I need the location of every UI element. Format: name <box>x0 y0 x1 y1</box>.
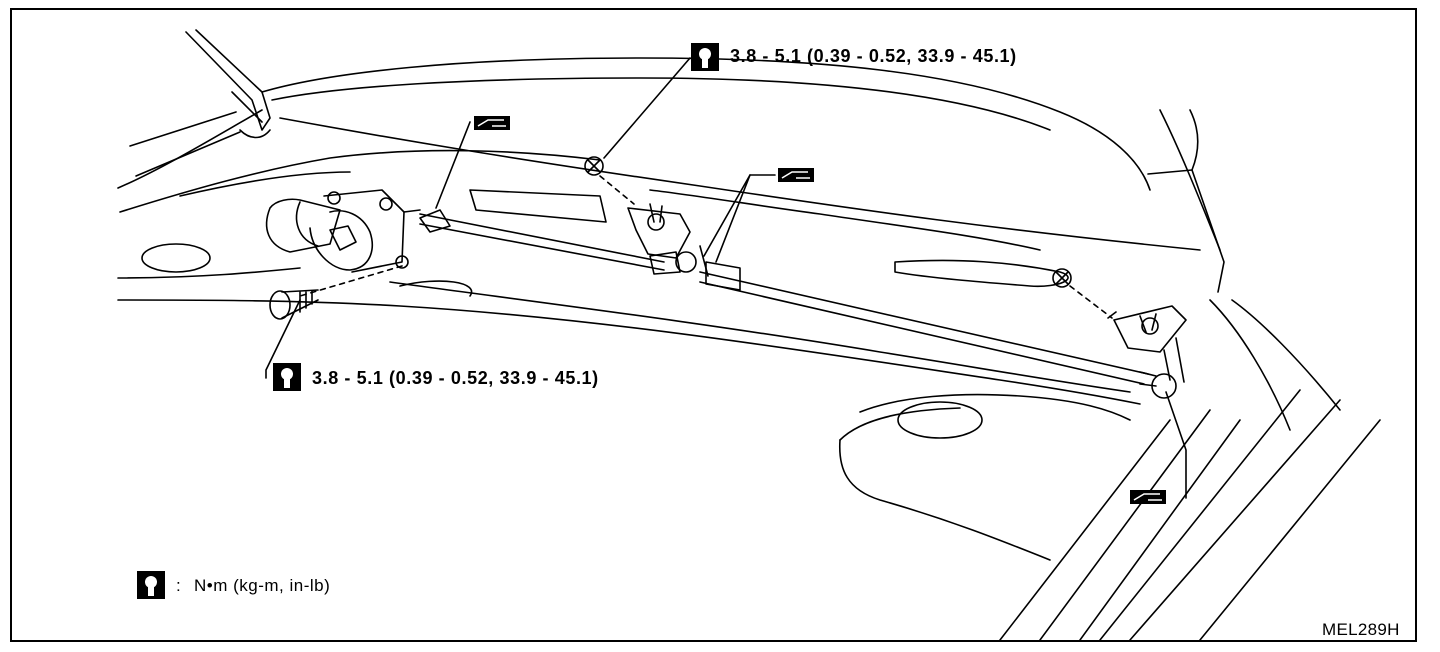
hood-opening <box>897 401 983 439</box>
grease-symbol-icon <box>778 168 814 182</box>
torque-wrench-icon <box>691 43 719 71</box>
diagram-frame <box>10 8 1417 642</box>
assembly-guides <box>299 175 1113 319</box>
linkage-rod <box>419 209 1177 399</box>
left-pillar <box>129 29 271 177</box>
torque-wrench-icon <box>137 571 165 599</box>
grease-symbol-icon <box>474 116 510 130</box>
right-pillar <box>1147 109 1341 431</box>
figure-id: MEL289H <box>1322 620 1400 639</box>
leader-lines <box>265 57 1187 499</box>
wiper-motor <box>265 189 421 273</box>
hood-lower <box>838 389 1381 641</box>
cowl-panel <box>117 57 1201 405</box>
left-opening <box>141 243 211 273</box>
center-pivot-nut <box>584 156 604 176</box>
center-pivot <box>627 203 709 277</box>
grease-symbol-icon <box>1130 490 1166 504</box>
right-pivot <box>1107 305 1187 383</box>
legend-separator: : <box>176 576 182 595</box>
motor-bolt <box>269 289 319 320</box>
legend-units: N•m (kg-m, in-lb) <box>194 576 331 595</box>
right-pivot-nut <box>1052 268 1072 288</box>
torque-spec-top: 3.8 - 5.1 (0.39 - 0.52, 33.9 - 45.1) <box>730 46 1017 66</box>
torque-spec-left: 3.8 - 5.1 (0.39 - 0.52, 33.9 - 45.1) <box>312 368 599 388</box>
torque-wrench-icon <box>273 363 301 391</box>
